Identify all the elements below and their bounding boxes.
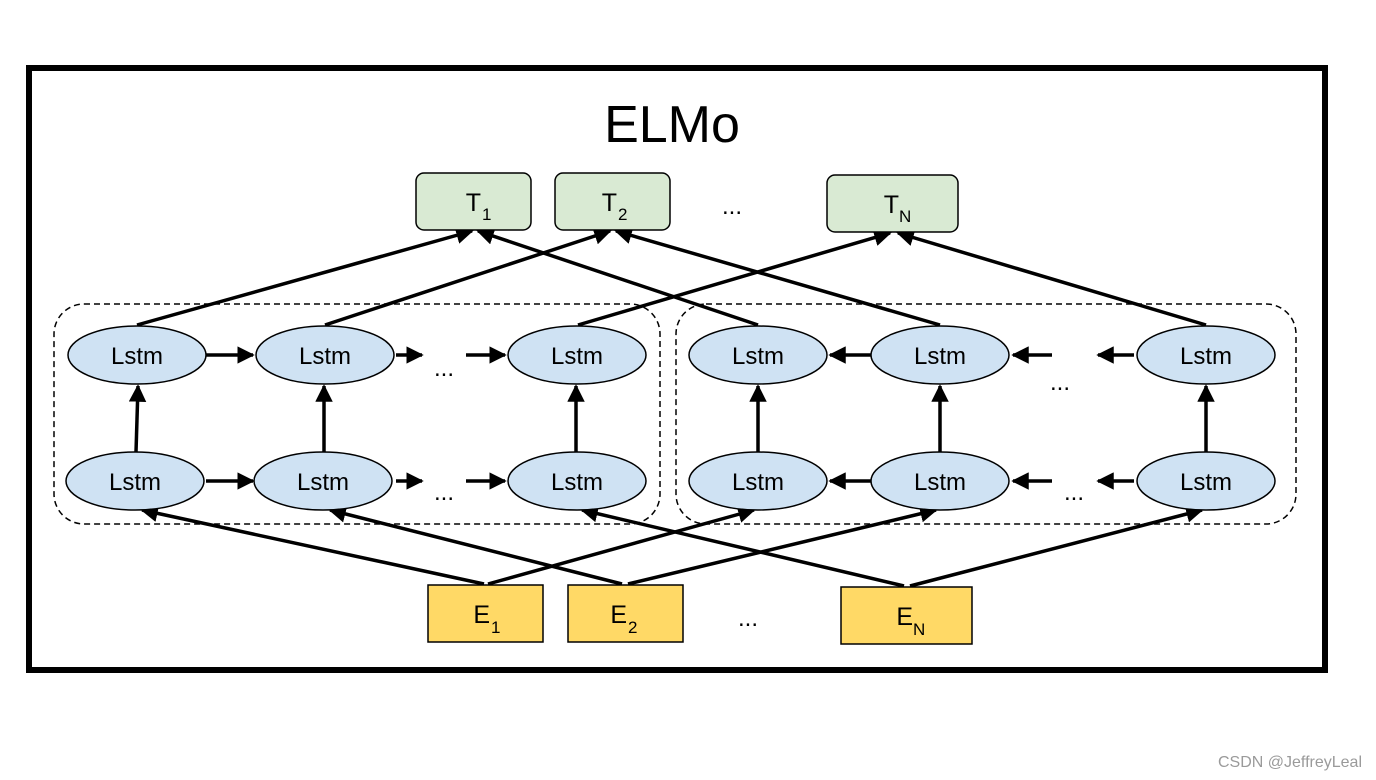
lstm-node-forward-top-2: Lstm	[255, 325, 395, 385]
output-t1: T 1	[415, 172, 532, 231]
lstm-node-forward-bottom-2: Lstm	[253, 451, 393, 511]
output-t1-label: T	[466, 189, 481, 217]
lstm-label: Lstm	[1180, 469, 1232, 496]
lstm-label: Lstm	[914, 343, 966, 370]
lstm-node-forward-top-1: Lstm	[67, 325, 207, 385]
ellipsis-backward-top: ...	[1050, 369, 1070, 396]
input-e2: E 2	[567, 584, 684, 643]
lstm-node-backward-top-1: Lstm	[688, 325, 828, 385]
lstm-node-backward-top-3: Lstm	[1136, 325, 1276, 385]
arrow-en-to-b3	[909, 505, 1204, 588]
arrow-en-to-f3	[580, 505, 905, 588]
lstm-label: Lstm	[1180, 343, 1232, 370]
lstm-label: Lstm	[299, 343, 351, 370]
backward-lstm-group	[675, 303, 1297, 525]
ellipsis-forward-bottom: ...	[434, 479, 454, 506]
output-t2-label: T	[602, 189, 617, 217]
lstm-label: Lstm	[732, 343, 784, 370]
lstm-node-forward-bottom-3: Lstm	[507, 451, 647, 511]
outer-frame	[26, 65, 1328, 673]
arrow-bwd3-to-tn	[896, 229, 1207, 327]
input-e2-label: E	[610, 601, 627, 629]
lstm-label: Lstm	[732, 469, 784, 496]
output-tn-label: T	[884, 191, 899, 219]
ellipsis-backward-bottom: ...	[1064, 479, 1084, 506]
input-en-label: E	[896, 603, 913, 631]
arrow-fwd1-to-t1	[136, 226, 474, 327]
input-e1: E 1	[427, 584, 544, 643]
arrow-e1-to-f1	[140, 504, 485, 586]
output-tn-subscript: N	[899, 207, 911, 226]
output-t2-subscript: 2	[618, 205, 627, 224]
arrow-fwd3-to-tn	[577, 229, 892, 327]
lstm-node-forward-top-3: Lstm	[507, 325, 647, 385]
lstm-node-backward-top-2: Lstm	[870, 325, 1010, 385]
arrow-bwd1-to-t1	[476, 227, 759, 327]
lstm-node-backward-bottom-3: Lstm	[1136, 451, 1276, 511]
arrow-up-f1	[128, 384, 147, 453]
input-e2-subscript: 2	[628, 618, 637, 637]
arrow-bwd2-to-t2	[614, 226, 941, 327]
watermark-text: CSDN @JeffreyLeal	[1218, 754, 1362, 771]
lstm-label: Lstm	[551, 343, 603, 370]
connections	[128, 226, 1215, 588]
ellipsis-outputs: ...	[722, 193, 742, 220]
arrow-e1-to-b1	[487, 505, 756, 586]
ellipsis-forward-top: ...	[434, 355, 454, 382]
output-tn: T N	[826, 174, 959, 233]
lstm-label: Lstm	[111, 343, 163, 370]
input-e1-label: E	[473, 601, 490, 629]
lstm-label: Lstm	[551, 469, 603, 496]
output-t2: T 2	[554, 172, 671, 231]
arrow-e2-to-f2	[328, 505, 623, 586]
output-t1-subscript: 1	[482, 205, 491, 224]
lstm-node-backward-bottom-1: Lstm	[688, 451, 828, 511]
arrow-fwd2-to-t2	[324, 227, 612, 327]
forward-lstm-group	[53, 303, 661, 525]
ellipsis-inputs: ...	[738, 605, 758, 632]
diagram-title: ELMo	[604, 96, 740, 154]
input-en-subscript: N	[913, 620, 925, 639]
lstm-label: Lstm	[109, 469, 161, 496]
lstm-label: Lstm	[297, 469, 349, 496]
input-e1-subscript: 1	[491, 618, 500, 637]
arrow-e2-to-b2	[627, 505, 938, 586]
lstm-label: Lstm	[914, 469, 966, 496]
lstm-node-backward-bottom-2: Lstm	[870, 451, 1010, 511]
input-en: E N	[840, 586, 973, 645]
lstm-node-forward-bottom-1: Lstm	[65, 451, 205, 511]
